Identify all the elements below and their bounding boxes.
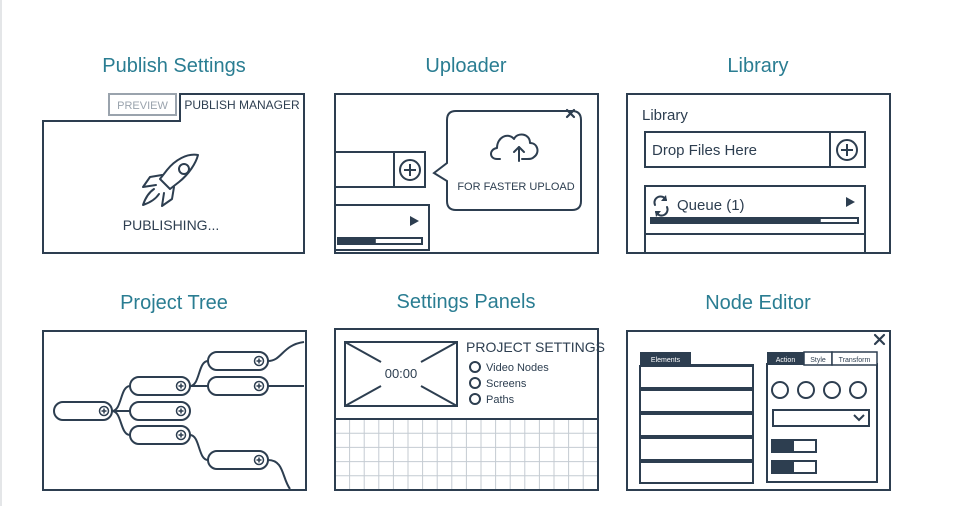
library-illustration: Library Drop Files Here Queue (1) <box>626 93 891 254</box>
video-preview[interactable] <box>344 341 458 407</box>
option-radio[interactable] <box>797 381 815 399</box>
library-header: Library <box>642 107 688 124</box>
tree-node[interactable] <box>129 376 191 396</box>
tree-add-icons <box>98 355 265 466</box>
settings-panels-panel: 00:00 PROJECT SETTINGS Video Nodes Scree… <box>334 328 605 491</box>
publish-settings-panel: PREVIEW PUBLISH MANAGER PUBLISHING... <box>42 93 306 254</box>
element-row[interactable] <box>639 365 754 389</box>
upload-input[interactable] <box>334 151 426 188</box>
add-file-icon[interactable] <box>399 159 421 181</box>
rocket-icon <box>142 153 199 207</box>
toggle-fill <box>772 461 794 473</box>
option-label: Screens <box>486 378 527 390</box>
tooltip-text: FOR FASTER UPLOAD <box>457 181 574 193</box>
element-row[interactable] <box>639 461 754 484</box>
editor-grid <box>334 418 599 491</box>
project-tree-title: Project Tree <box>120 292 228 314</box>
option-label: Video Nodes <box>486 362 549 374</box>
publish-frame <box>42 93 305 254</box>
library-frame <box>626 93 891 254</box>
queue-progress-fill <box>651 218 821 223</box>
queue-card <box>644 185 866 235</box>
elements-tab-label: Elements <box>651 357 681 364</box>
timecode: 00:00 <box>385 366 418 381</box>
play-icon[interactable] <box>410 216 419 226</box>
action-tab-label: Action <box>776 357 796 364</box>
upload-progress-fill <box>338 238 376 244</box>
preview-tab-label: PREVIEW <box>117 100 168 112</box>
project-settings-heading: PROJECT SETTINGS <box>466 339 605 355</box>
cloud-upload-icon <box>490 133 539 162</box>
settings-frame <box>334 328 599 491</box>
settings-panels-illustration: 00:00 PROJECT SETTINGS Video Nodes Scree… <box>334 328 605 491</box>
queue-label: Queue (1) <box>677 197 745 214</box>
tree-node[interactable] <box>53 401 113 421</box>
transform-tab-label: Transform <box>839 357 871 364</box>
uploader-illustration: FOR FASTER UPLOAD <box>334 93 599 254</box>
upload-card <box>334 204 430 251</box>
element-row[interactable] <box>639 437 754 461</box>
node-editor-illustration: Elements Action Style Transform <box>626 330 891 491</box>
close-icon[interactable] <box>565 108 576 119</box>
property-dropdown[interactable] <box>772 409 870 427</box>
project-tree-panel <box>42 330 307 491</box>
tree-connectors <box>111 341 305 490</box>
option-radio[interactable] <box>469 377 481 389</box>
style-tab-label: Style <box>810 357 826 364</box>
tree-node[interactable] <box>207 351 269 371</box>
action-tab[interactable] <box>767 352 804 365</box>
tree-node[interactable] <box>207 450 269 470</box>
project-tree-illustration <box>42 330 307 491</box>
node-editor-frame <box>626 330 891 491</box>
left-divider <box>0 0 2 506</box>
upload-tooltip <box>432 110 582 211</box>
element-row[interactable] <box>639 413 754 437</box>
add-icon[interactable] <box>836 139 858 161</box>
option-radio[interactable] <box>469 393 481 405</box>
settings-panels-title: Settings Panels <box>396 291 536 313</box>
elements-tab[interactable] <box>640 352 691 365</box>
publishing-status: PUBLISHING... <box>123 217 219 233</box>
node-editor-title: Node Editor <box>705 292 811 314</box>
preview-tab[interactable] <box>108 93 177 116</box>
node-editor-panel: Elements Action Style Transform <box>626 330 891 491</box>
option-label: Paths <box>486 394 515 406</box>
toggle-fill <box>772 440 794 452</box>
drop-zone[interactable] <box>644 131 866 168</box>
publish-manager-tab-label[interactable]: PUBLISH MANAGER <box>184 98 300 112</box>
option-radio[interactable] <box>823 381 841 399</box>
uploader-panel: FOR FASTER UPLOAD <box>334 93 599 254</box>
option-radio[interactable] <box>771 381 789 399</box>
chevron-down-icon <box>853 414 865 422</box>
transform-tab[interactable] <box>831 351 878 366</box>
uploader-title: Uploader <box>425 55 507 77</box>
tree-frame <box>42 330 307 491</box>
tree-node[interactable] <box>129 401 191 421</box>
tree-node[interactable] <box>207 376 269 396</box>
close-icon[interactable] <box>873 333 886 346</box>
library-title: Library <box>727 55 789 77</box>
library-panel: Library Drop Files Here Queue (1) <box>626 93 891 254</box>
drop-files-label: Drop Files Here <box>652 142 757 159</box>
option-radio[interactable] <box>469 361 481 373</box>
element-row[interactable] <box>639 389 754 413</box>
publish-settings-title: Publish Settings <box>102 55 246 77</box>
play-icon[interactable] <box>846 197 855 207</box>
option-radio[interactable] <box>849 381 867 399</box>
tree-node[interactable] <box>129 425 191 445</box>
publish-settings-illustration: PREVIEW PUBLISH MANAGER PUBLISHING... <box>42 93 305 254</box>
